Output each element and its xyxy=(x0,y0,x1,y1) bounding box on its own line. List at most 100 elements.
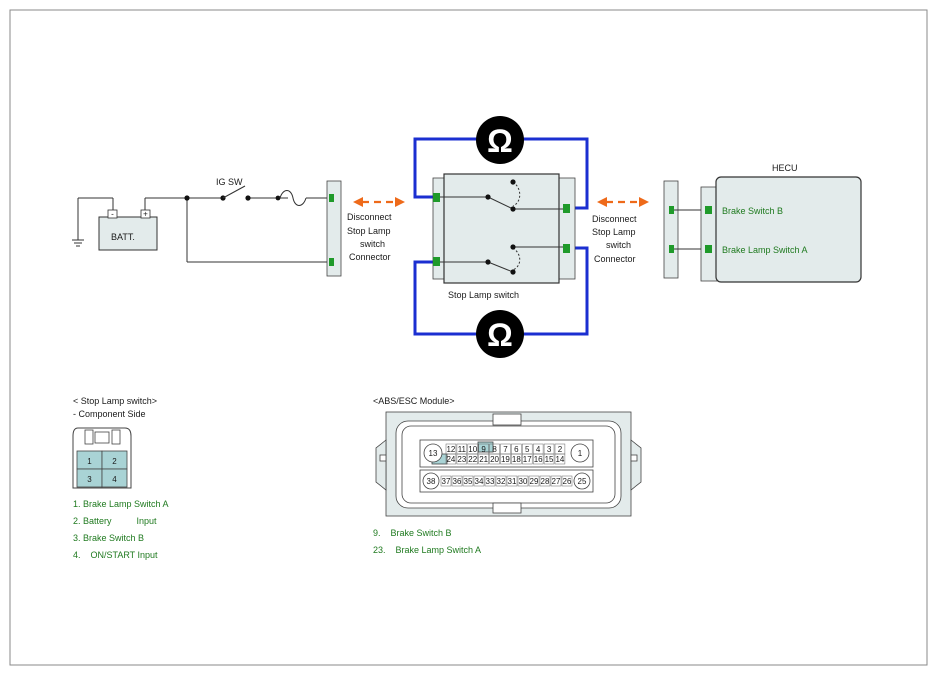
abs-pin-10: 10 xyxy=(468,445,477,454)
battery-label: BATT. xyxy=(111,232,135,242)
abs-pin-36: 36 xyxy=(453,477,462,486)
abs-pin-13: 13 xyxy=(429,449,438,458)
hecu-harness-connector xyxy=(663,180,679,279)
battery-circuit xyxy=(77,197,330,263)
sls-terminal-2 xyxy=(433,257,440,266)
abs-legend-2: 23. Brake Lamp Switch A xyxy=(373,545,481,555)
abs-pin-34: 34 xyxy=(475,477,484,486)
abs-pin-27: 27 xyxy=(552,477,561,486)
abs-pin-29: 29 xyxy=(530,477,539,486)
battery-minus-terminal xyxy=(107,209,118,219)
abs-pin-11: 11 xyxy=(458,445,467,454)
left-connector-terminal-bottom xyxy=(329,258,334,266)
abs-pin-24: 24 xyxy=(446,455,455,464)
hecu-title: HECU xyxy=(772,163,798,173)
abs-pin-cell xyxy=(473,475,485,487)
abs-pin-18: 18 xyxy=(512,455,521,464)
abs-pin-22: 22 xyxy=(468,455,477,464)
sls-terminal-3 xyxy=(563,204,570,213)
ground-icon xyxy=(72,239,84,247)
sls-connector-subtitle: - Component Side xyxy=(73,409,146,419)
abs-pin-cell xyxy=(478,453,489,465)
sls-pin-2: 2 xyxy=(112,457,117,466)
abs-pin-9: 9 xyxy=(481,445,486,454)
svg-text:Stop Lamp: Stop Lamp xyxy=(592,227,636,237)
abs-pin-12: 12 xyxy=(446,445,455,454)
abs-pin-cell xyxy=(445,453,457,465)
sls-legend-4: 4. ON/START Input xyxy=(73,550,158,560)
stop-lamp-switch-label: Stop Lamp switch xyxy=(448,290,519,300)
abs-pin-cell xyxy=(484,475,496,487)
abs-pin-16: 16 xyxy=(534,455,543,464)
abs-pin-cell xyxy=(495,475,507,487)
diagram-frame xyxy=(9,9,928,666)
abs-pin-grid xyxy=(422,443,591,490)
abs-pin-21: 21 xyxy=(479,455,488,464)
abs-pin-23: 23 xyxy=(457,455,466,464)
abs-pin-cell xyxy=(506,475,518,487)
sls-pin-3: 3 xyxy=(87,475,92,484)
ohmmeter-icon: Ω xyxy=(476,116,524,164)
abs-pin-cell xyxy=(467,453,478,465)
arrow-head-left xyxy=(597,197,607,207)
abs-pin-7: 7 xyxy=(503,445,508,454)
abs-pin-cell xyxy=(489,453,500,465)
abs-pin-cell xyxy=(539,475,551,487)
svg-text:Connector: Connector xyxy=(349,252,391,262)
arrow-head-left xyxy=(353,197,363,207)
abs-pin-15: 15 xyxy=(545,455,554,464)
svg-text:Disconnect: Disconnect xyxy=(592,214,637,224)
abs-pin-3: 3 xyxy=(547,445,552,454)
abs-pin-4: 4 xyxy=(536,445,541,454)
sls-terminal-4 xyxy=(563,244,570,253)
abs-pin-cell xyxy=(528,475,540,487)
ig-sw-label: IG SW xyxy=(216,177,243,187)
abs-pin-cell xyxy=(543,453,555,465)
hecu-connector xyxy=(700,186,718,282)
abs-pin-14: 14 xyxy=(555,455,564,464)
abs-pin-cell xyxy=(517,475,529,487)
abs-pin-cell xyxy=(550,475,562,487)
abs-pin-cell xyxy=(522,453,533,465)
disconnect-label-right: Disconnect Stop Lamp switch Connector xyxy=(592,214,637,264)
battery-plus-terminal xyxy=(140,209,151,219)
battery-minus-label: - xyxy=(111,210,114,219)
abs-pin-8: 8 xyxy=(492,445,497,454)
sls-legend-1: 1. Brake Lamp Switch A xyxy=(73,499,169,509)
sls-connector-title: < Stop Lamp switch> xyxy=(73,396,157,406)
sls-terminal-1 xyxy=(433,193,440,202)
abs-pin-cell xyxy=(462,475,474,487)
hecu-brake-switch-b: Brake Switch B xyxy=(722,206,783,216)
switch-icon xyxy=(220,185,251,201)
sls-connector-drawing xyxy=(72,427,132,489)
hecu-brake-lamp-switch-a: Brake Lamp Switch A xyxy=(722,245,808,255)
svg-text:Disconnect: Disconnect xyxy=(347,212,392,222)
abs-pin-cell xyxy=(451,475,463,487)
abs-pin-17: 17 xyxy=(523,455,532,464)
sls-legend-2: 2. Battery Input xyxy=(73,516,157,526)
abs-pin-cell xyxy=(561,475,573,487)
abs-pin-30: 30 xyxy=(519,477,528,486)
battery-box xyxy=(98,216,158,251)
abs-pin-31: 31 xyxy=(508,477,517,486)
sls-pin-4: 4 xyxy=(112,475,117,484)
svg-text:Ω: Ω xyxy=(487,123,513,159)
abs-connector-title: <ABS/ESC Module> xyxy=(373,396,455,406)
left-connector-terminal-top xyxy=(329,194,334,202)
abs-pin-2: 2 xyxy=(558,445,563,454)
left-connector xyxy=(326,180,342,277)
abs-pin-37: 37 xyxy=(442,477,451,486)
svg-text:Connector: Connector xyxy=(594,254,636,264)
junction-dot xyxy=(184,195,190,201)
arrow-head-right xyxy=(395,197,405,207)
sls-legend-3: 3. Brake Switch B xyxy=(73,533,144,543)
abs-pin-33: 33 xyxy=(486,477,495,486)
ohmmeter-wires xyxy=(413,137,589,336)
abs-pin-26: 26 xyxy=(563,477,572,486)
abs-pin-25: 25 xyxy=(578,477,587,486)
abs-pin-32: 32 xyxy=(497,477,506,486)
abs-pin-38: 38 xyxy=(427,477,436,486)
